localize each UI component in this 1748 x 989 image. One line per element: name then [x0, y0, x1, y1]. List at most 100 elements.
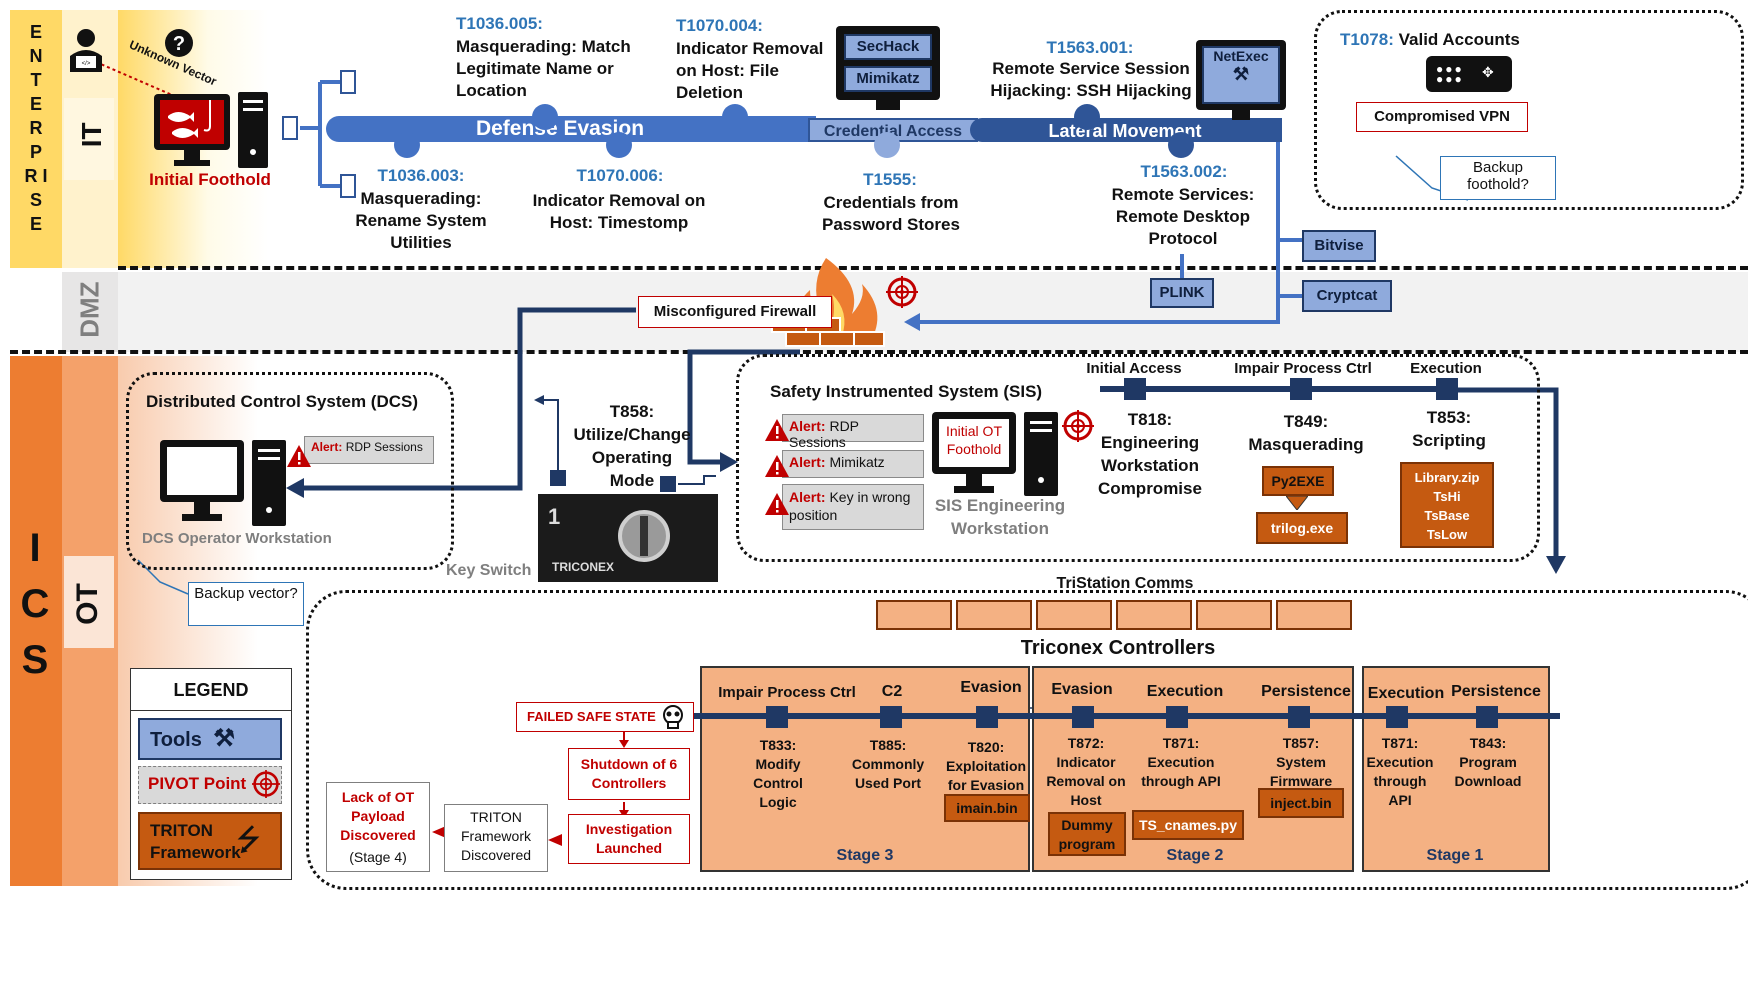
- stage2-node: [1072, 706, 1094, 728]
- stage3-node: [880, 706, 902, 728]
- mimikatz-tool: Mimikatz: [844, 66, 932, 92]
- stage2-label: Stage 2: [1166, 847, 1224, 864]
- legend-tools-label: Tools: [150, 729, 202, 751]
- ot-tab: [64, 556, 114, 648]
- skull-icon: [663, 705, 683, 729]
- t1078-id: T1078:: [1340, 30, 1394, 49]
- t1555-text: Credentials from Password Stores: [822, 193, 960, 234]
- usb-icon: ⭍: [236, 824, 261, 857]
- triconex-controller: [1116, 600, 1192, 630]
- legend-triton: TRITON Framework: [138, 812, 282, 870]
- dcs-workstation-label: DCS Operator Workstation: [142, 530, 332, 547]
- stage1-t843: T843: Program Download: [1454, 735, 1522, 789]
- pivot-target-icon-sis: [1062, 410, 1094, 442]
- stage2-t871: T871: Execution through API: [1141, 735, 1221, 789]
- netexec-monitor-stand: [1232, 110, 1250, 120]
- sis-alert-key: Alert:: [789, 454, 826, 470]
- bitvise-tool: Bitvise: [1302, 230, 1376, 262]
- ics-zone-label: I C S: [20, 526, 50, 682]
- t1036-003-id: T1036.003:: [377, 166, 465, 185]
- sis-node-initial-access: [1124, 378, 1146, 400]
- timeline-node-t1563-001: [1074, 104, 1100, 130]
- t1555-id: T1555:: [863, 170, 917, 189]
- triconex-controller: [956, 600, 1032, 630]
- py2exe-arrow: [1286, 496, 1308, 510]
- sis-node-execution: [1436, 378, 1458, 400]
- netexec-tool: NetExec ⚒: [1202, 46, 1280, 104]
- sis-alert-text: Mimikatz: [829, 454, 885, 470]
- sis-alert-key: Alert:: [789, 489, 826, 505]
- triconex-controller: [1196, 600, 1272, 630]
- sis-node-impair: [1290, 378, 1312, 400]
- t1563-002-id: T1563.002:: [1140, 162, 1228, 181]
- question-icon: ?: [165, 29, 193, 57]
- imain-file: imain.bin: [944, 794, 1030, 822]
- it-tab: [64, 98, 114, 180]
- t1036-005-text: Masquerading: Match Legitimate Name or L…: [456, 37, 631, 100]
- failed-safe-state-text: FAILED SAFE STATE: [527, 709, 656, 724]
- dcs-title: Distributed Control System (DCS): [146, 392, 419, 411]
- ics-zone-bar: [10, 356, 62, 886]
- triconex-controller: [1276, 600, 1352, 630]
- initial-foothold-label: Initial Foothold: [149, 170, 271, 189]
- stage1-t871: T871: Execution through API: [1366, 735, 1434, 808]
- t1070-004-id: T1070.004:: [676, 16, 763, 35]
- t1563-001-text: Remote Service Session Hijacking: SSH Hi…: [990, 59, 1192, 100]
- dcs-box: [126, 372, 454, 570]
- t1563-002-text: Remote Services: Remote Desktop Protocol: [1111, 185, 1255, 248]
- dmz-tab: [62, 272, 118, 352]
- stage4-text: (Stage 4): [349, 849, 407, 865]
- stage2-tactic-persistence: Persistence: [1261, 683, 1351, 700]
- shutdown-box: Shutdown of 6 Controllers: [568, 748, 690, 800]
- sis-workstation-icon: [932, 412, 1058, 496]
- cryptcat-tool: Cryptcat: [1302, 280, 1392, 312]
- triton-discovered-box: [444, 804, 548, 872]
- warning-icon-sis-3: [765, 493, 789, 515]
- timeline-node-t1036-005: [532, 104, 558, 130]
- stage2-node: [1288, 706, 1310, 728]
- stage3-tactic-c2: C2: [881, 683, 903, 700]
- sis-alert-key: Alert: Key in wrong position: [782, 484, 924, 530]
- pivot-target-icon-legend: [252, 770, 280, 798]
- svg-text:?: ?: [173, 33, 185, 55]
- initial-ot-foothold: Initial OT Foothold: [945, 423, 1002, 457]
- compromised-vpn-box: Compromised VPN: [1356, 102, 1528, 132]
- sis-alert-text: Key in wrong position: [789, 489, 911, 523]
- dcs-alert-key: Alert:: [311, 440, 343, 454]
- sis-workstation-label: SIS Engineering Workstation: [934, 496, 1066, 538]
- legend-pivot-label: PIVOT Point: [148, 774, 247, 793]
- investigation-box: Investigation Launched: [568, 814, 690, 864]
- lack-payload-box: [326, 782, 430, 872]
- triton-discovered-text: TRITON Framework Discovered: [460, 809, 532, 863]
- defense-evasion-label: Defense Evasion: [475, 117, 645, 140]
- failed-safe-state-box: FAILED SAFE STATE: [516, 702, 694, 732]
- stage1-tactic-persistence: Persistence: [1451, 683, 1541, 700]
- stage3-t820: T820: Exploitation for Evasion: [945, 739, 1027, 793]
- t1070-006-text: Indicator Removal on Host: Timestomp: [532, 191, 706, 232]
- backup-vector-note: Backup vector?: [188, 582, 304, 626]
- t1070-004-text: Indicator Removal on Host: File Deletion: [676, 39, 824, 102]
- dcs-alert: Alert: RDP Sessions: [304, 436, 434, 464]
- dcs-workstation-icon: [160, 440, 286, 526]
- t1036-005-id: T1036.005:: [456, 14, 543, 33]
- legend-title: LEGEND: [173, 680, 249, 700]
- t858-label: T858: Utilize/Change Operating Mode: [573, 402, 691, 490]
- stage3-box: [700, 666, 1030, 872]
- bracket-node-bottom: [340, 174, 356, 198]
- sis-title: Safety Instrumented System (SIS): [770, 382, 1043, 401]
- stage1-node: [1476, 706, 1498, 728]
- stage1-label: Stage 1: [1426, 847, 1484, 864]
- credential-access-label: Credential Access: [823, 123, 963, 140]
- trilog-file: trilog.exe: [1256, 512, 1348, 544]
- key-switch-label: Key Switch: [446, 562, 532, 579]
- triconex-controllers-label: Triconex Controllers: [1020, 637, 1216, 659]
- bracket-node-mid: [282, 116, 298, 140]
- lateral-movement-bar: [970, 118, 1282, 142]
- tristation-comms-label: TriStation Comms: [1056, 575, 1194, 592]
- pivot-target-icon-firewall: [886, 276, 918, 308]
- stage2-t857: T857: System Firmware: [1269, 735, 1333, 789]
- ts-cnames-file: TS_cnames.py: [1132, 810, 1244, 840]
- enterprise-zone-label: E N T E R P R I S E: [24, 22, 48, 234]
- legend-pivot: [138, 766, 282, 804]
- dmz-top-divider: [118, 266, 1748, 270]
